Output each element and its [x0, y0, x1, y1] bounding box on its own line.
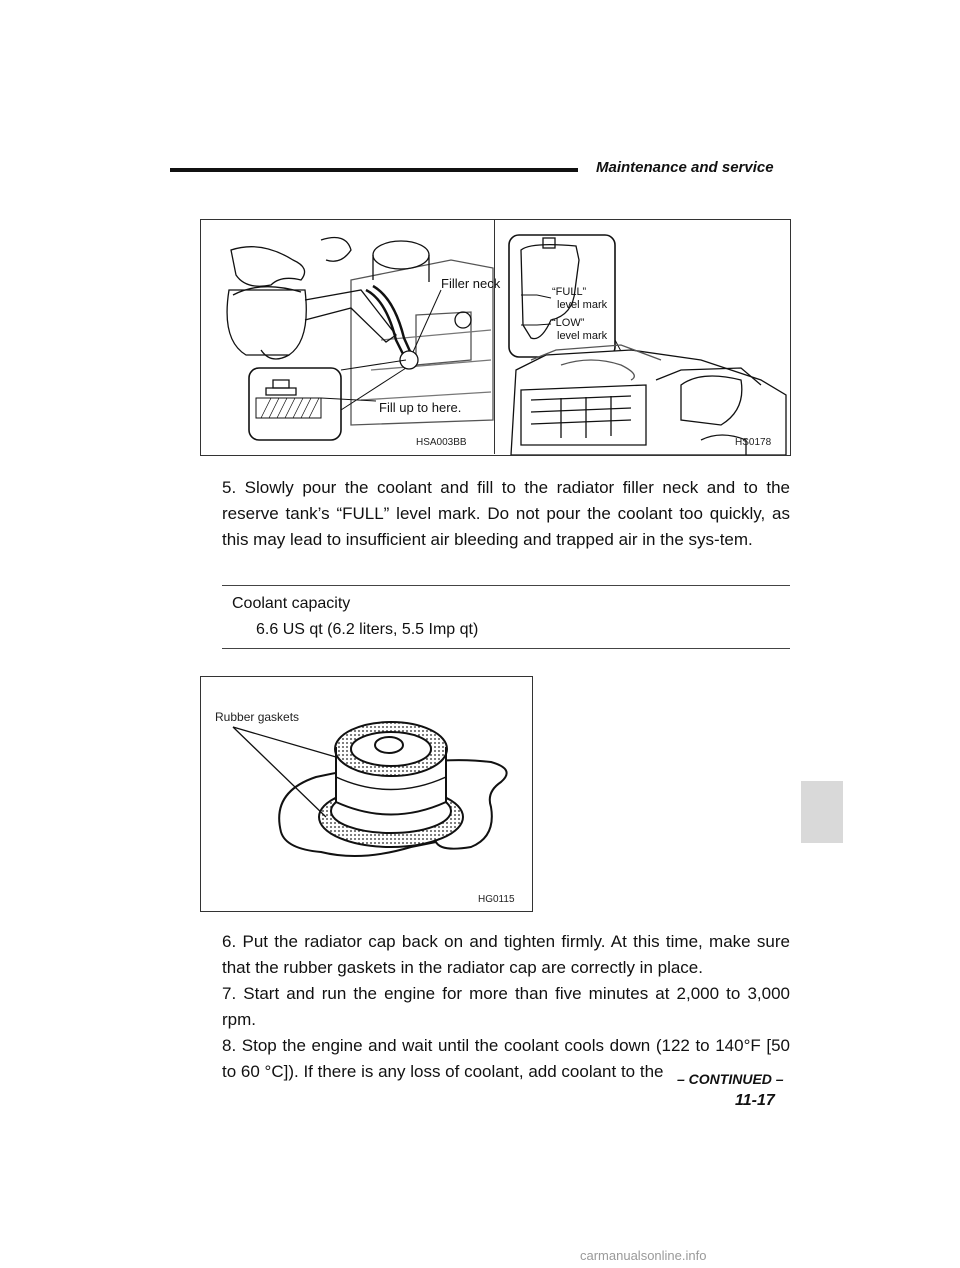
- steps-list: 6. Put the radiator cap back on and tigh…: [222, 929, 790, 1085]
- header-rule: [170, 168, 578, 172]
- section-thumb-tab: [801, 781, 843, 843]
- full-mark-callout-line2: level mark: [557, 299, 608, 311]
- coolant-fill-illustration: Filler neck Fill up to here. HSA003BB “: [226, 234, 787, 456]
- full-mark-callout: “FULL”: [552, 286, 587, 298]
- step-7-text: 7. Start and run the engine for more tha…: [222, 984, 790, 1029]
- coolant-capacity-value: 6.6 US qt (6.2 liters, 5.5 Imp qt): [256, 621, 479, 638]
- radiator-cap-figure-code: HG0115: [478, 894, 515, 905]
- spec-top-rule: [222, 585, 790, 586]
- spec-bottom-rule: [222, 648, 790, 649]
- step-6-text: 6. Put the radiator cap back on and tigh…: [222, 932, 790, 977]
- right-figure-code: HS0178: [735, 437, 772, 448]
- step-8-text: 8. Stop the engine and wait until the co…: [222, 1036, 790, 1081]
- coolant-capacity-label: Coolant capacity: [232, 595, 351, 612]
- left-figure-code: HSA003BB: [416, 437, 467, 448]
- continued-marker: – CONTINUED –: [677, 1071, 784, 1087]
- rubber-gaskets-callout: Rubber gaskets: [215, 710, 299, 724]
- coolant-fill-figure: Filler neck Fill up to here. HSA003BB “: [200, 219, 791, 456]
- filler-neck-callout: Filler neck: [441, 276, 501, 291]
- radiator-cap-illustration: Rubber gaskets HG0115: [215, 710, 515, 905]
- section-title: Maintenance and service: [596, 159, 774, 176]
- step-5-text: 5. Slowly pour the coolant and fill to t…: [222, 478, 790, 549]
- page-number: 11-17: [735, 1092, 775, 1109]
- watermark: carmanualsonline.info: [580, 1248, 707, 1263]
- radiator-cap-figure: Rubber gaskets HG0115: [200, 676, 533, 912]
- low-mark-callout-line2: level mark: [557, 330, 608, 342]
- fill-up-callout: Fill up to here.: [379, 400, 461, 415]
- figure-divider: [494, 219, 495, 454]
- low-mark-callout: “LOW”: [552, 317, 585, 329]
